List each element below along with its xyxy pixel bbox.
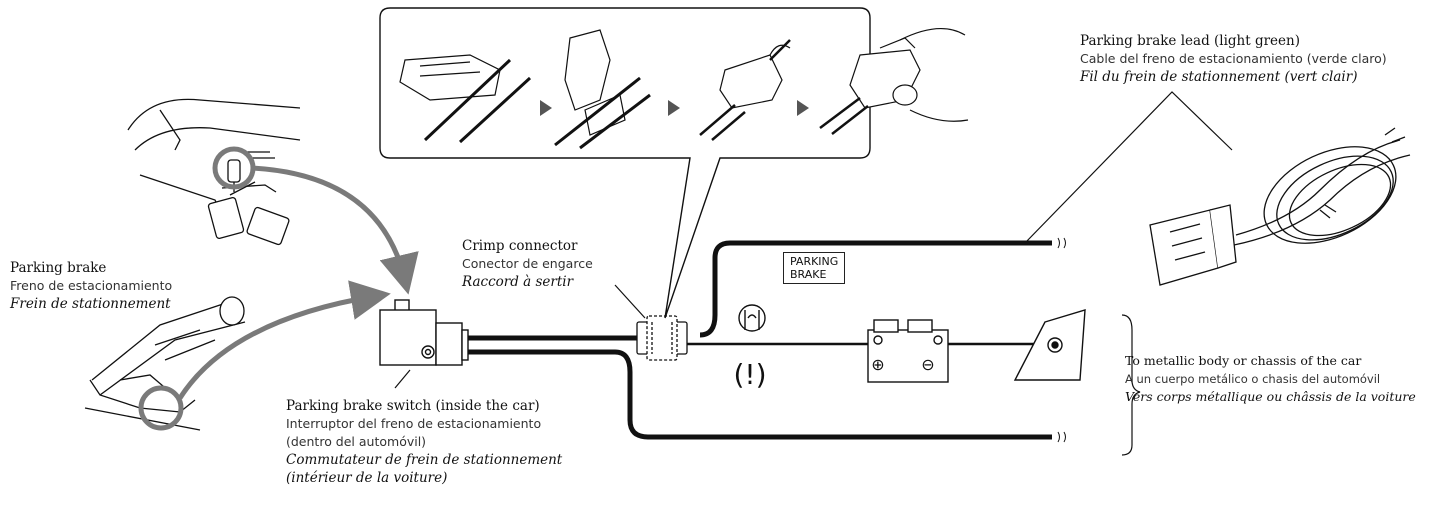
ground-es: A un cuerpo metálico o chasis del automó… <box>1125 372 1381 386</box>
brake-switch-fr-2: (intérieur de la voiture) <box>286 470 448 486</box>
brake-lead-es: Cable del freno de estacionamiento (verd… <box>1080 51 1387 66</box>
ground-en: To metallic body or chassis of the car <box>1125 353 1362 368</box>
ground-brace <box>1121 314 1141 456</box>
brake-switch-fr-1: Commutateur de frein de stationnement <box>286 452 563 468</box>
ground-fr: Vers corps métallique ou châssis de la v… <box>1125 389 1416 404</box>
warning-symbol-text: (!) <box>733 358 766 391</box>
crimp-leader <box>614 284 646 319</box>
step-arrow-3 <box>797 100 809 116</box>
brake-lamp <box>738 304 766 332</box>
crimp-step-1 <box>399 54 532 144</box>
parking-brake-es: Freno de estacionamiento <box>10 278 173 293</box>
crimp-connector-fr: Raccord à sertir <box>462 274 574 290</box>
battery-plus: ⊕ <box>871 355 884 374</box>
lead-leader <box>1024 91 1233 244</box>
brake-lead-fr: Fil du frein de stationnement (vert clai… <box>1080 69 1358 85</box>
crimp-connector-part <box>636 315 688 361</box>
brake-switch-en: Parking brake switch (inside the car) <box>286 398 540 414</box>
wires <box>468 240 1052 440</box>
crimp-connector-es: Conector de engarce <box>462 256 593 271</box>
handbrake-switch-highlight <box>138 385 184 431</box>
pedal-illustration <box>127 98 301 246</box>
battery-minus: ⊖ <box>921 355 934 374</box>
wire-harness <box>1149 127 1411 286</box>
brake-switch-label: Parking brake switch (inside the car) In… <box>286 397 562 487</box>
parking-tag-line2: BRAKE <box>790 268 827 281</box>
crimp-connector-label: Crimp connector Conector de engarce Racc… <box>462 237 593 291</box>
ground-terminal <box>1013 309 1086 381</box>
brake-lead-label: Parking brake lead (light green) Cable d… <box>1080 32 1387 86</box>
warning-symbol: (!) <box>733 358 766 391</box>
wire-cut-marks <box>1057 237 1066 443</box>
parking-brake-label: Parking brake Freno de estacionamiento F… <box>10 259 172 313</box>
handbrake-arrow <box>177 280 391 400</box>
crimp-connector-en: Crimp connector <box>462 238 578 254</box>
hand-brake-illustration <box>84 296 246 431</box>
parking-brake-fr: Frein de stationnement <box>10 296 171 312</box>
crimp-step-3 <box>699 39 791 141</box>
step-arrow-2 <box>668 100 680 116</box>
crimp-step-2 <box>554 29 651 150</box>
parking-brake-tag: PARKING BRAKE <box>783 252 846 284</box>
crimp-step-4 <box>819 27 969 135</box>
brake-switch-es-1: Interruptor del freno de estacionamiento <box>286 416 542 431</box>
battery <box>867 319 949 383</box>
brake-switch-es-2: (dentro del automóvil) <box>286 434 427 449</box>
ground-label: To metallic body or chassis of the car A… <box>1125 352 1416 406</box>
parking-tag-line1: PARKING <box>790 255 839 268</box>
step-arrow-1 <box>540 100 552 116</box>
pedal-arrow <box>251 165 419 295</box>
parking-brake-en: Parking brake <box>10 260 107 276</box>
brake-lead-en: Parking brake lead (light green) <box>1080 33 1300 49</box>
switch-leader <box>394 369 411 389</box>
parking-brake-switch <box>379 299 469 366</box>
